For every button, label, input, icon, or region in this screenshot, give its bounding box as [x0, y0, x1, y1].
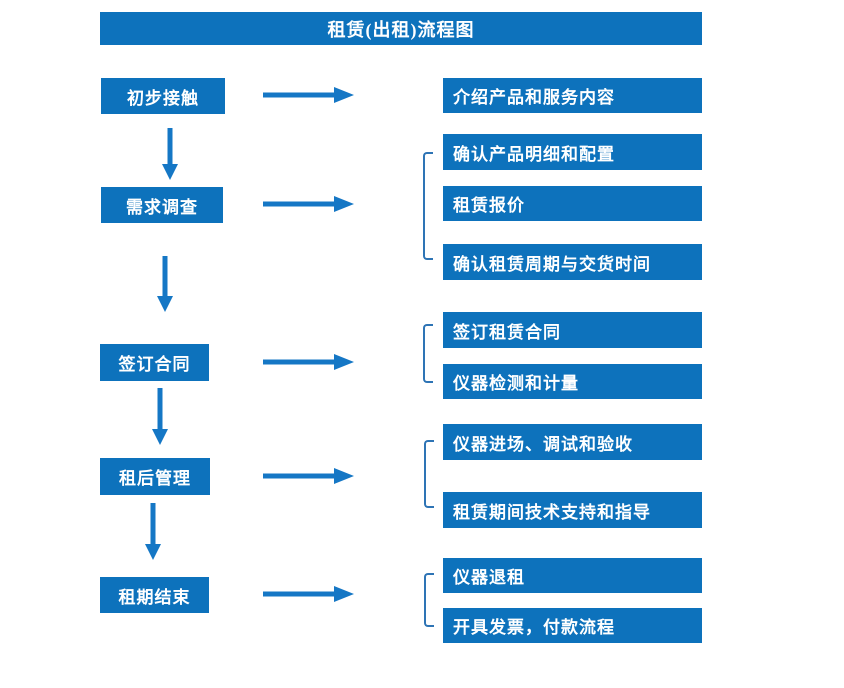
- right-arrow-icon: [263, 468, 354, 484]
- right-arrow-icon: [263, 87, 354, 103]
- detail-node: 介绍产品和服务内容: [443, 78, 702, 113]
- detail-node: 租赁期间技术支持和指导: [443, 492, 702, 528]
- flowchart-title: 租赁(出租)流程图: [100, 12, 702, 45]
- step-node: 需求调查: [101, 187, 223, 223]
- right-arrow-icon: [263, 354, 354, 370]
- step-node: 租后管理: [100, 458, 210, 495]
- detail-node: 仪器检测和计量: [443, 364, 702, 399]
- down-arrow-icon: [157, 256, 173, 312]
- detail-node: 仪器进场、调试和验收: [443, 424, 702, 460]
- right-arrow-icon: [263, 196, 354, 212]
- right-arrow-icon: [263, 586, 354, 602]
- down-arrow-icon: [145, 503, 161, 560]
- detail-node: 租赁报价: [443, 186, 702, 221]
- detail-node: 仪器退租: [443, 558, 702, 593]
- group-bracket: [423, 152, 433, 260]
- detail-node: 签订租赁合同: [443, 312, 702, 348]
- group-bracket: [424, 573, 434, 627]
- down-arrow-icon: [152, 388, 168, 445]
- step-node: 初步接触: [101, 78, 225, 114]
- down-arrow-icon: [162, 128, 178, 180]
- step-node: 租期结束: [100, 577, 209, 613]
- group-bracket: [424, 440, 434, 508]
- group-bracket: [423, 324, 433, 383]
- detail-node: 确认租赁周期与交货时间: [443, 244, 702, 280]
- detail-node: 开具发票，付款流程: [443, 608, 702, 643]
- step-node: 签订合同: [100, 344, 209, 381]
- detail-node: 确认产品明细和配置: [443, 134, 702, 170]
